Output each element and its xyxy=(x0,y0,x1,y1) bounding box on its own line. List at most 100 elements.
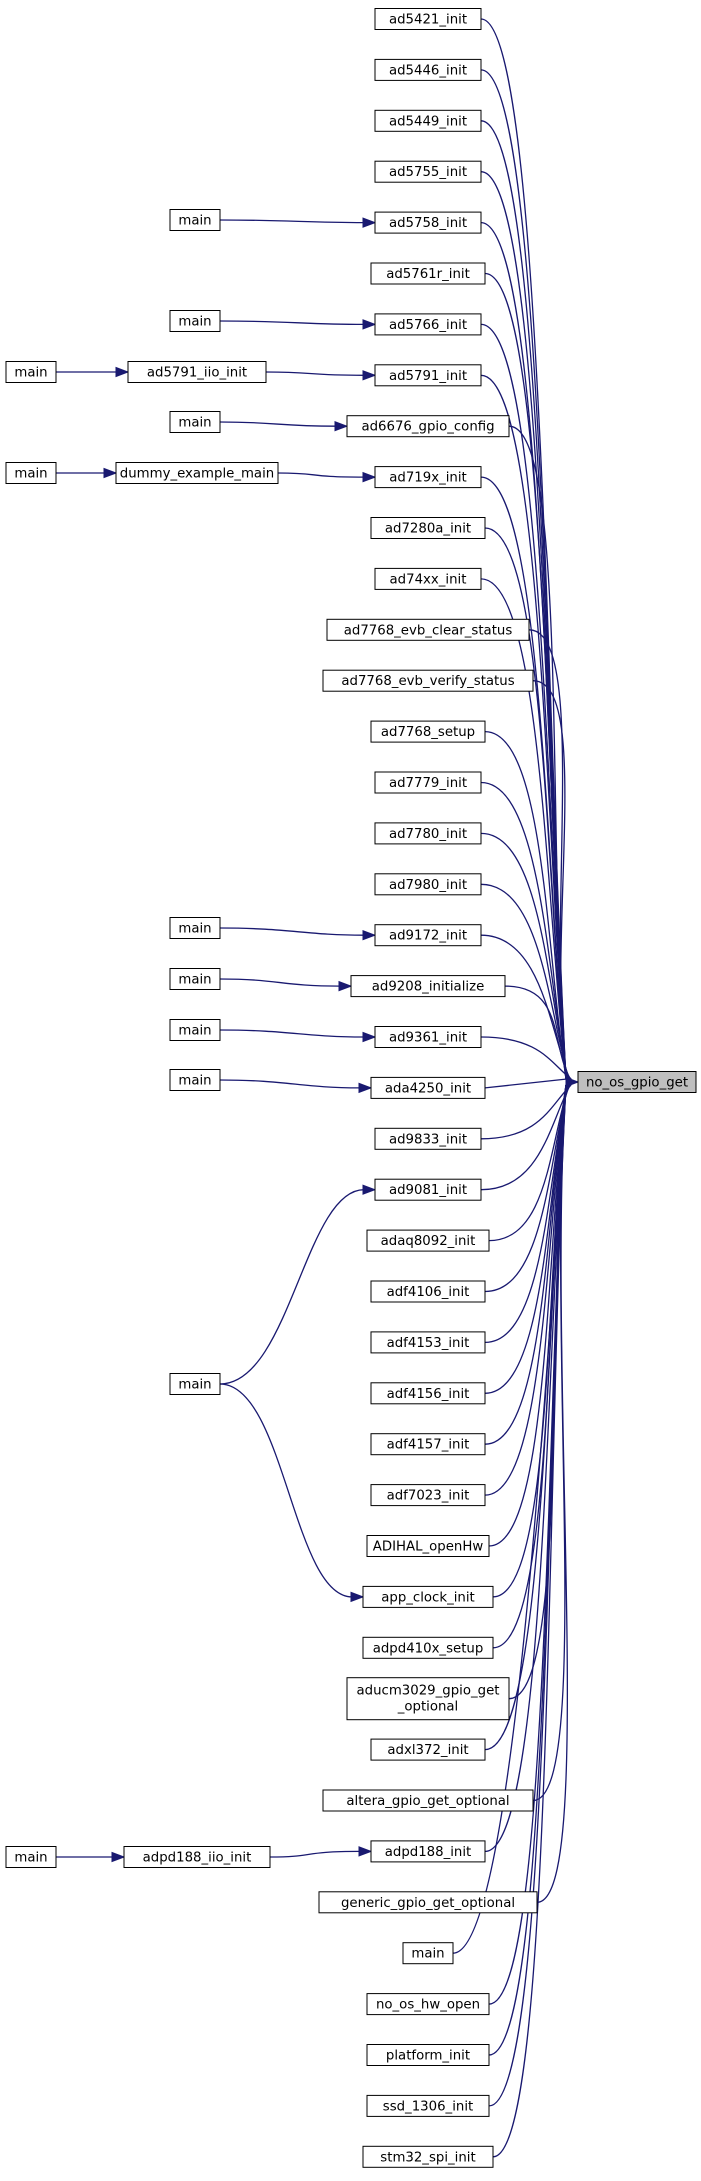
node-m-adpd188-iio[interactable]: main xyxy=(5,1846,57,1868)
node-m-ad6676[interactable]: main xyxy=(169,411,221,433)
edge-ada4250_init-to-target xyxy=(484,1078,568,1089)
node-adf4157-init[interactable]: adf4157_init xyxy=(370,1433,486,1456)
node-ad5758-init[interactable]: ad5758_init xyxy=(374,211,482,234)
node-box xyxy=(370,1331,486,1354)
node-label: platform_init xyxy=(386,2049,470,2064)
node-ad9208-initialize[interactable]: ad9208_initialize xyxy=(350,975,506,998)
node-label: ad5791_init xyxy=(389,369,467,384)
node-ADIHAL-openHw[interactable]: ADIHAL_openHw xyxy=(366,1535,490,1557)
node-label: ad7768_evb_verify_status xyxy=(341,674,514,689)
node-ad7768-evb-verify-status[interactable]: ad7768_evb_verify_status xyxy=(322,669,534,692)
node-altera-gpio-get-optional[interactable]: altera_gpio_get_optional xyxy=(322,1789,534,1812)
node-ad5761r-init[interactable]: ad5761r_init xyxy=(370,262,486,285)
node-platform-init[interactable]: platform_init xyxy=(366,2044,490,2066)
node-ada4250-init[interactable]: ada4250_init xyxy=(370,1076,486,1099)
node-ad9081-init[interactable]: ad9081_init xyxy=(374,1178,482,1201)
node-box xyxy=(370,1484,486,1507)
edge-m_ad5758-to-ad5758_init-arrowhead xyxy=(362,217,377,228)
node-box xyxy=(322,1789,534,1812)
node-ad5755-init[interactable]: ad5755_init xyxy=(374,160,482,183)
edge-ssd_1306_init-to-target xyxy=(488,1084,567,2107)
node-ad7780-init[interactable]: ad7780_init xyxy=(374,822,482,845)
edge-ad5791_init-to-target xyxy=(480,374,567,1080)
node-ad7980-init[interactable]: ad7980_init xyxy=(374,873,482,896)
node-m-ad9172[interactable]: main xyxy=(169,917,221,939)
node-label: adpd188_init xyxy=(385,1845,472,1860)
node-ad9833-init[interactable]: ad9833_init xyxy=(374,1127,482,1150)
node-label: ADIHAL_openHw xyxy=(373,1540,484,1555)
node-box xyxy=(362,1585,494,1608)
node-box xyxy=(370,1738,486,1761)
node-ad74xx-init[interactable]: ad74xx_init xyxy=(374,567,482,590)
node-aducm3029-gpio-get-optional[interactable]: aducm3029_gpio_get_optional xyxy=(346,1677,510,1721)
node-adf4106-init[interactable]: adf4106_init xyxy=(370,1280,486,1303)
edge-m_ad9172-to-ad9172_init xyxy=(219,927,365,936)
node-label: ada4250_init xyxy=(385,1081,471,1096)
node-no-os-gpio-get[interactable]: no_os_gpio_get xyxy=(577,1071,697,1093)
node-m-ad5758[interactable]: main xyxy=(169,209,221,231)
edge-m_ad9208-to-ad9208_initialize xyxy=(219,978,341,987)
node-ssd-1306-init[interactable]: ssd_1306_init xyxy=(366,2094,490,2117)
node-adf4153-init[interactable]: adf4153_init xyxy=(370,1331,486,1354)
node-ad719x-init[interactable]: ad719x_init xyxy=(374,466,482,489)
node-dummy-example-main[interactable]: dummy_example_main xyxy=(115,462,279,484)
node-ad5449-init[interactable]: ad5449_init xyxy=(374,109,482,132)
node-box xyxy=(362,1636,494,1659)
node-ad5446-init[interactable]: ad5446_init xyxy=(374,58,482,81)
node-box xyxy=(5,361,57,383)
node-m-ad5766[interactable]: main xyxy=(169,310,221,332)
node-label: ad7780_init xyxy=(389,827,467,842)
node-box xyxy=(370,720,486,743)
node-label: ad9081_init xyxy=(389,1183,467,1198)
edge-m_ad9081-to-app_clock_init xyxy=(219,1383,353,1598)
node-ad5791-iio-init[interactable]: ad5791_iio_init xyxy=(127,361,267,383)
node-generic-gpio-get-optional[interactable]: generic_gpio_get_optional xyxy=(318,1891,538,1914)
edge-m_ad9081-to-ad9081_init-arrowhead xyxy=(362,1184,377,1195)
node-m-ada4250[interactable]: main xyxy=(169,1069,221,1091)
edge-ad7780_init-to-target xyxy=(480,832,569,1080)
node-m-ad9361[interactable]: main xyxy=(169,1019,221,1041)
node-label: ad7779_init xyxy=(389,776,467,791)
edge-stm32_spi_init-to-target xyxy=(492,1084,567,2158)
node-ad9361-init[interactable]: ad9361_init xyxy=(374,1026,482,1048)
node-label: app_clock_init xyxy=(381,1590,475,1605)
node-main-direct[interactable]: main xyxy=(402,1942,454,1965)
node-adpd188-iio-init[interactable]: adpd188_iio_init xyxy=(123,1846,271,1868)
node-adaq8092-init[interactable]: adaq8092_init xyxy=(366,1229,490,1252)
node-ad7280a-init[interactable]: ad7280a_init xyxy=(370,517,486,539)
node-label-line2: _optional xyxy=(397,1700,459,1715)
node-m-dummy[interactable]: main xyxy=(5,462,57,484)
node-box xyxy=(374,1127,482,1150)
node-adpd188-init[interactable]: adpd188_init xyxy=(370,1840,486,1863)
node-label: ssd_1306_init xyxy=(383,2099,473,2114)
node-ad7768-evb-clear-status[interactable]: ad7768_evb_clear_status xyxy=(326,618,530,641)
node-box xyxy=(5,462,57,484)
node-ad7779-init[interactable]: ad7779_init xyxy=(374,771,482,794)
node-ad5791-init[interactable]: ad5791_init xyxy=(374,364,482,387)
node-box xyxy=(374,873,482,896)
node-ad5766-init[interactable]: ad5766_init xyxy=(374,313,482,336)
node-m-ad5791-iio[interactable]: main xyxy=(5,361,57,383)
node-ad7768-setup[interactable]: ad7768_setup xyxy=(370,720,486,743)
node-adxl372-init[interactable]: adxl372_init xyxy=(370,1738,486,1761)
node-label: main xyxy=(178,315,211,330)
node-box xyxy=(374,8,482,30)
node-ad6676-gpio-config[interactable]: ad6676_gpio_config xyxy=(346,415,510,438)
node-app-clock-init[interactable]: app_clock_init xyxy=(362,1585,494,1608)
node-box xyxy=(374,567,482,590)
node-label: main xyxy=(178,922,211,937)
node-ad9172-init[interactable]: ad9172_init xyxy=(374,924,482,947)
node-box xyxy=(350,975,506,998)
node-m-ad9208[interactable]: main xyxy=(169,968,221,990)
node-m-ad9081[interactable]: main xyxy=(169,1373,221,1395)
node-ad5421-init[interactable]: ad5421_init xyxy=(374,8,482,30)
node-label: no_os_hw_open xyxy=(376,1998,480,2013)
node-stm32-spi-init[interactable]: stm32_spi_init xyxy=(362,2145,494,2168)
node-no-os-hw-open[interactable]: no_os_hw_open xyxy=(366,1993,490,2016)
node-adf7023-init[interactable]: adf7023_init xyxy=(370,1484,486,1507)
node-label: main xyxy=(178,973,211,988)
edge-m_ad5791_iio-to-ad5791_iio_init-arrowhead xyxy=(115,366,130,378)
node-adpd410x-setup[interactable]: adpd410x_setup xyxy=(362,1636,494,1659)
node-label: adf4106_init xyxy=(387,1285,470,1300)
node-adf4156-init[interactable]: adf4156_init xyxy=(370,1382,486,1405)
